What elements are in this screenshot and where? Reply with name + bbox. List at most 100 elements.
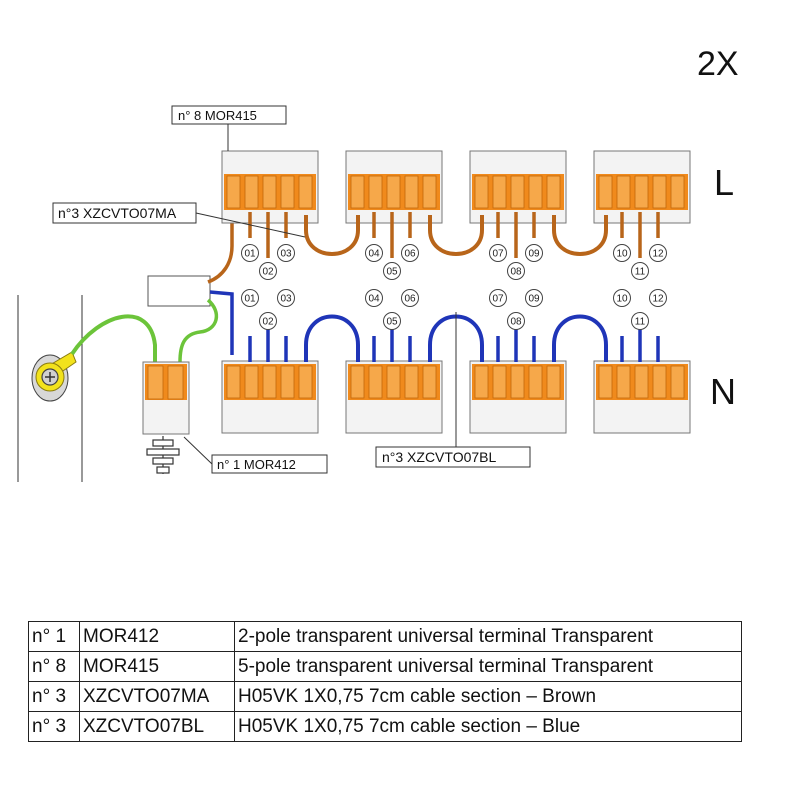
part-qty: n° 3 (28, 681, 80, 712)
position-number-text: 09 (528, 294, 540, 305)
position-number-text: 12 (652, 294, 664, 305)
part-code: MOR415 (79, 651, 235, 682)
position-number-text: 02 (262, 317, 274, 328)
position-number: 10 (613, 244, 631, 262)
position-number: 02 (259, 262, 277, 280)
position-number: 05 (383, 312, 401, 330)
live-position-numbers: 01 02 03 04 05 06 07 08 09 10 11 12 (241, 244, 667, 280)
position-number: 06 (401, 244, 419, 262)
brown-bridge-wires (304, 215, 608, 256)
live-label: L (714, 162, 734, 203)
incoming-earth-wire (178, 298, 219, 363)
callout-cable-blue-text: n°3 XZCVTO07BL (382, 449, 496, 465)
part-description: 2-pole transparent universal terminal Tr… (234, 621, 742, 652)
position-number-text: 05 (386, 267, 398, 278)
position-number-text: 06 (404, 249, 416, 260)
position-number: 09 (525, 289, 543, 307)
terminal-5pole (221, 150, 319, 224)
callout-cable-brown: n°3 XZCVTO07MA (52, 202, 306, 238)
position-number-text: 04 (368, 294, 380, 305)
position-number-text: 03 (280, 294, 292, 305)
earth-symbol-icon (146, 436, 180, 474)
callout-terminal-5pole: n° 8 MOR415 (171, 105, 287, 151)
position-number: 01 (241, 289, 259, 307)
position-number: 04 (365, 244, 383, 262)
position-number-text: 02 (262, 267, 274, 278)
part-qty: n° 8 (28, 651, 80, 682)
position-number-text: 08 (510, 317, 522, 328)
position-number: 12 (649, 289, 667, 307)
callout-cable-brown-text: n°3 XZCVTO07MA (58, 205, 177, 221)
cable-junction-box (147, 275, 211, 307)
neutral-terminal-row (221, 316, 691, 434)
callout-cable-blue: n°3 XZCVTO07BL (375, 312, 531, 468)
position-number-text: 07 (492, 294, 504, 305)
position-number: 02 (259, 312, 277, 330)
position-number: 06 (401, 289, 419, 307)
position-number: 10 (613, 289, 631, 307)
terminal-2pole (142, 361, 190, 435)
position-number-text: 11 (635, 317, 646, 328)
multiplier-label: 2X (697, 45, 739, 83)
position-number-text: 03 (280, 249, 292, 260)
position-number: 08 (507, 262, 525, 280)
brown-wire-stubs (248, 212, 660, 258)
part-code: MOR412 (79, 621, 235, 652)
part-qty: n° 3 (28, 711, 80, 742)
terminal-5pole (469, 150, 567, 224)
part-description: H05VK 1X0,75 7cm cable section – Brown (234, 681, 742, 712)
position-number-text: 09 (528, 249, 540, 260)
position-number-text: 07 (492, 249, 504, 260)
terminal-5pole (593, 150, 691, 224)
part-code: XZCVTO07MA (79, 681, 235, 712)
position-number-text: 12 (652, 249, 664, 260)
part-description: 5-pole transparent universal terminal Tr… (234, 651, 742, 682)
terminal-5pole (593, 360, 691, 434)
position-number: 04 (365, 289, 383, 307)
mounting-plate (17, 295, 83, 482)
position-number-text: 10 (616, 249, 628, 260)
terminal-5pole (469, 360, 567, 434)
earth-wire (70, 314, 157, 362)
neutral-position-numbers: 01 02 03 04 05 06 07 08 09 10 11 12 (241, 289, 667, 330)
position-number-text: 10 (616, 294, 628, 305)
terminal-5pole (345, 360, 443, 434)
part-description: H05VK 1X0,75 7cm cable section – Blue (234, 711, 742, 742)
callout-terminal-2pole: n° 1 MOR412 (183, 436, 328, 474)
position-number: 01 (241, 244, 259, 262)
position-number: 08 (507, 312, 525, 330)
position-number-text: 04 (368, 249, 380, 260)
position-number: 09 (525, 244, 543, 262)
live-terminal-row (221, 150, 691, 258)
position-number-text: 08 (510, 267, 522, 278)
part-qty: n° 1 (28, 621, 80, 652)
position-number: 11 (631, 262, 649, 280)
part-code: XZCVTO07BL (79, 711, 235, 742)
incoming-blue-wire (209, 290, 234, 355)
terminal-5pole (221, 360, 319, 434)
incoming-brown-wire (207, 215, 234, 284)
position-number: 11 (631, 312, 649, 330)
position-number: 03 (277, 244, 295, 262)
neutral-label: N (710, 371, 736, 412)
callout-terminal-2pole-text: n° 1 MOR412 (217, 457, 296, 472)
position-number-text: 11 (635, 267, 646, 278)
position-number-text: 05 (386, 317, 398, 328)
position-number-text: 01 (244, 249, 256, 260)
position-number: 05 (383, 262, 401, 280)
position-number: 07 (489, 289, 507, 307)
position-number-text: 06 (404, 294, 416, 305)
position-number: 03 (277, 289, 295, 307)
screw-icon (41, 368, 59, 386)
position-number: 12 (649, 244, 667, 262)
position-number-text: 01 (244, 294, 256, 305)
position-number: 07 (489, 244, 507, 262)
callout-terminal-5pole-text: n° 8 MOR415 (178, 108, 257, 123)
terminal-5pole (345, 150, 443, 224)
